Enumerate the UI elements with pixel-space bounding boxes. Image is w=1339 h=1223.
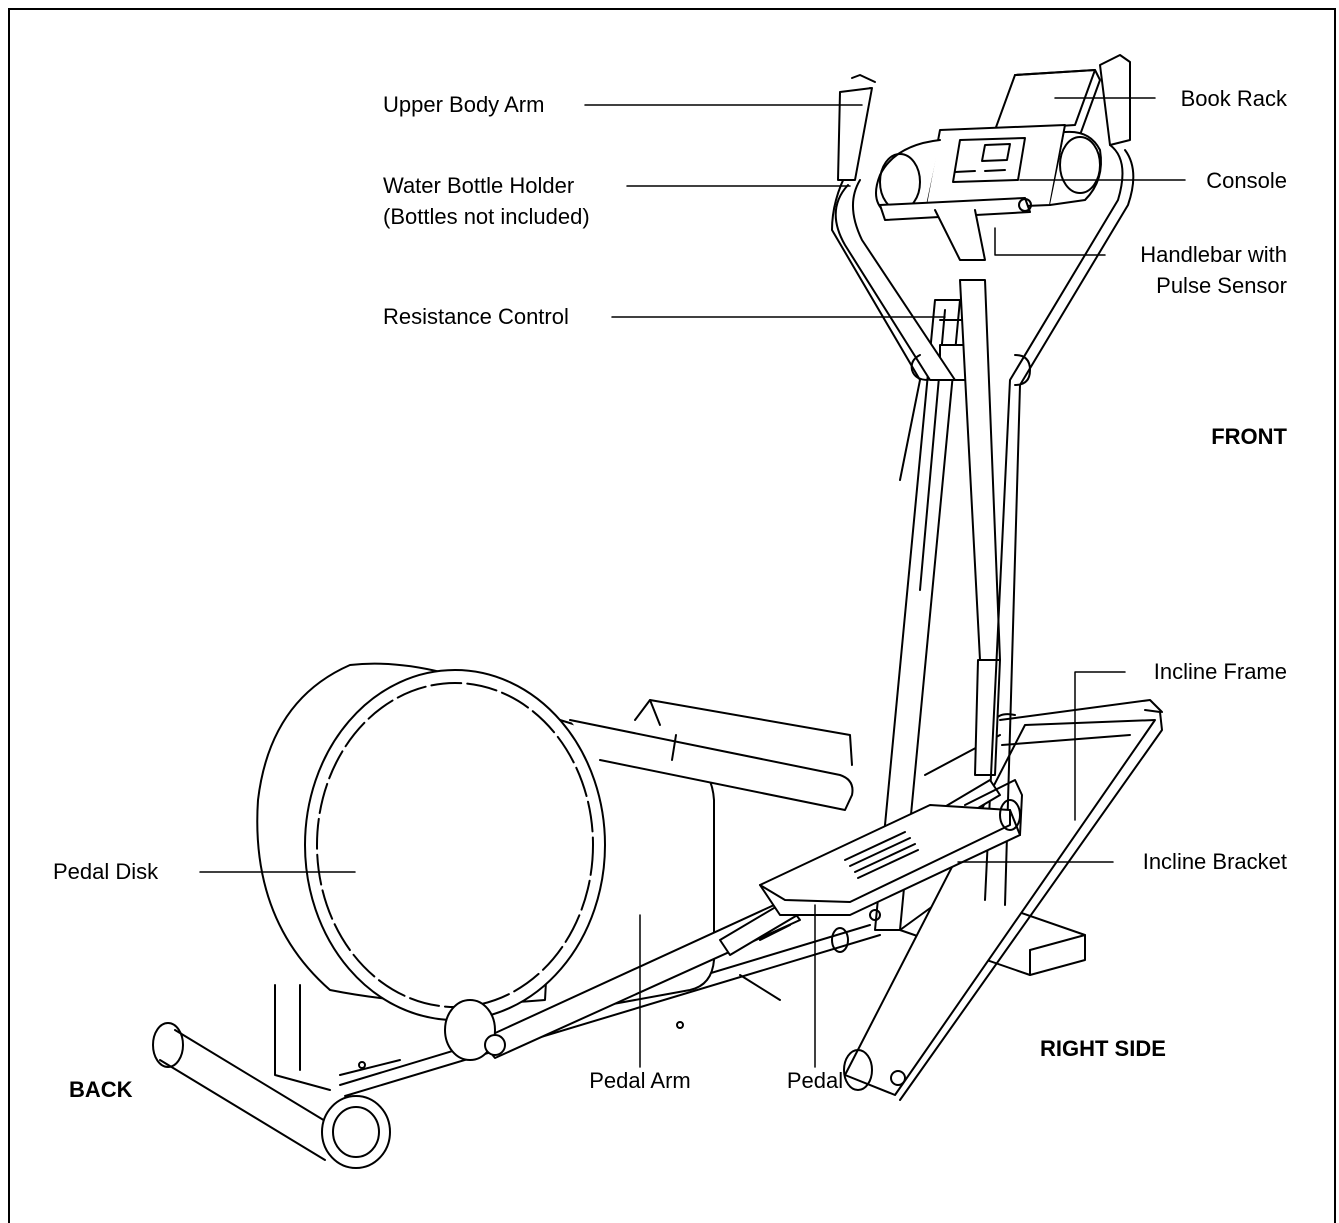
hardware-details — [739, 909, 881, 1001]
label-console: Console — [1206, 168, 1287, 193]
rear-stabilizer — [152, 1022, 391, 1169]
label-back: BACK — [69, 1077, 133, 1102]
label-upper-body-arm: Upper Body Arm — [383, 92, 545, 117]
pedal-disk — [256, 662, 684, 1069]
incline-frame — [843, 699, 1163, 1101]
label-incline-frame: Incline Frame — [1153, 659, 1287, 684]
label-pedal-arm: Pedal Arm — [589, 1068, 691, 1093]
label-water-bottle-note: (Bottles not included) — [383, 204, 590, 229]
label-handlebar-line2: Pulse Sensor — [1156, 273, 1287, 298]
leader-incline-frame — [1074, 671, 1126, 821]
leader-lines — [199, 97, 1186, 1068]
label-front: FRONT — [1211, 424, 1287, 449]
upper-body-arms — [831, 54, 1135, 906]
pedal — [759, 779, 1023, 916]
label-book-rack: Book Rack — [1180, 86, 1287, 111]
console-assembly — [875, 69, 1102, 213]
handlebar — [879, 197, 1032, 261]
incline-support — [959, 279, 1001, 776]
label-pedal-disk: Pedal Disk — [53, 859, 159, 884]
label-incline-bracket: Incline Bracket — [1142, 849, 1287, 874]
label-handlebar-line1: Handlebar with — [1140, 242, 1287, 267]
diagram-frame — [8, 8, 1336, 1223]
label-water-bottle-holder: Water Bottle Holder — [383, 173, 575, 198]
label-right-side: RIGHT SIDE — [1040, 1036, 1166, 1061]
label-pedal: Pedal — [786, 1068, 844, 1093]
leader-handlebar — [994, 227, 1106, 256]
label-resistance-control: Resistance Control — [383, 304, 569, 329]
